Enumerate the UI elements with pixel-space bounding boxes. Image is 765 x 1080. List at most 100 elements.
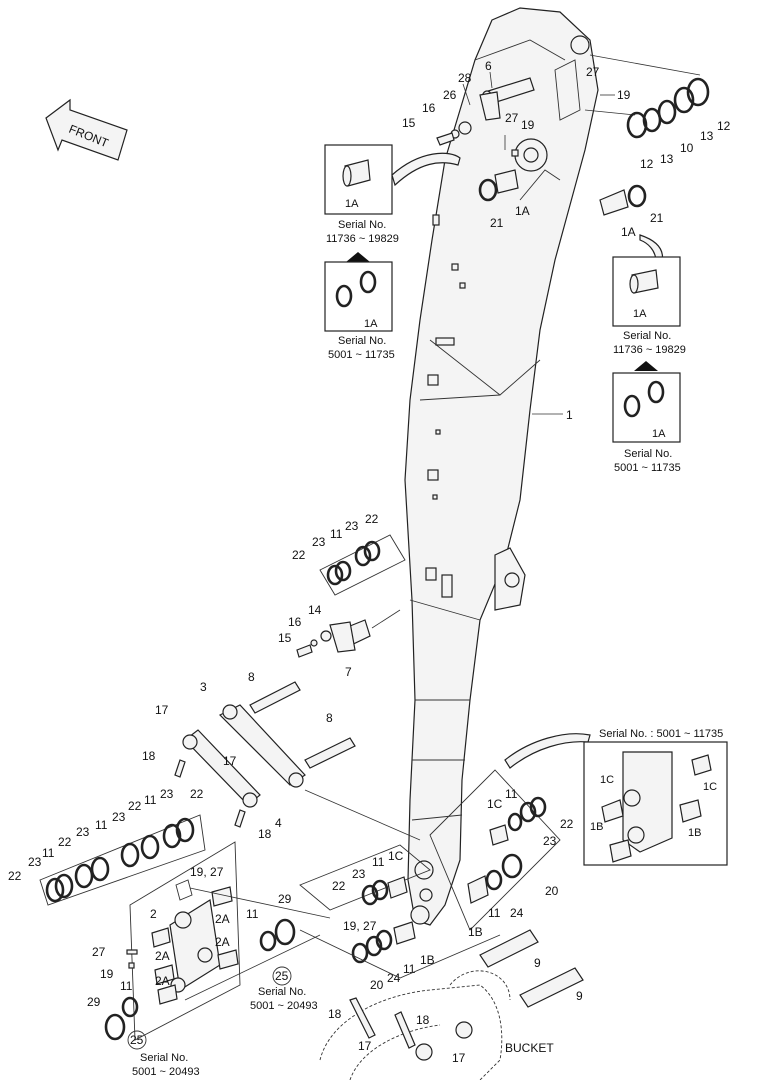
serial-label-inset4: Serial No. [624, 448, 672, 460]
label-fitting-17-bottom-left: 17 [358, 1039, 372, 1053]
rod-3-4 [182, 704, 306, 808]
label-ring-23-lower: 23 [352, 867, 366, 881]
label-ring-29-mid: 29 [278, 892, 292, 906]
front-arrow: FRONT [45, 98, 128, 161]
label-seal-22-lower: 22 [332, 879, 346, 893]
label-pin-27-right: 27 [586, 65, 600, 79]
serial-range-inset3: 11736 ~ 19829 [613, 344, 686, 356]
label-pin-9-top: 9 [534, 956, 541, 970]
label-bolt-15: 15 [402, 116, 416, 130]
label-1b-lower: 1B [420, 953, 435, 967]
label-ring-13-left: 13 [660, 152, 674, 166]
label-seal-22-right: 22 [560, 817, 574, 831]
label-shim-11-l3: 11 [144, 793, 157, 807]
label-fitting-19-top: 19 [521, 118, 535, 132]
label-shim-11-bm: 11 [246, 907, 259, 921]
label-pin-27-top: 27 [505, 111, 519, 125]
label-shim-11-l2: 11 [95, 818, 108, 832]
label-ring-21-right: 21 [650, 211, 664, 225]
inset-new-boom-right: 1A Serial No. 11736 ~ 19829 [612, 256, 686, 371]
label-ring-23-l3: 23 [112, 810, 126, 824]
label-1a-inset2: 1A [364, 318, 378, 330]
label-seal-22-l4: 22 [190, 787, 204, 801]
label-shim-11-l1: 11 [42, 846, 55, 860]
label-ring-23-right: 23 [543, 834, 557, 848]
serial-range-inset2: 5001 ~ 11735 [328, 349, 395, 361]
label-pair-19-27-top: 19, 27 [190, 865, 224, 879]
label-1a-inset3: 1A [633, 308, 647, 320]
label-ring-23-l2: 23 [76, 825, 90, 839]
arm-body [404, 7, 599, 926]
seal-stack-left [39, 814, 206, 906]
label-seal-22-l2: 22 [58, 835, 72, 849]
label-fitting-19-left: 19 [100, 967, 114, 981]
label-1c-inset-left: 1C [600, 774, 614, 786]
label-1b-inset-left: 1B [590, 821, 603, 833]
label-seal-20-right: 20 [545, 884, 559, 898]
inset-old-boom-right: 1A Serial No. 5001 ~ 11735 [612, 372, 681, 474]
serial-range-inset1: 11736 ~ 19829 [326, 233, 399, 245]
label-seal-22-l1: 22 [8, 869, 22, 883]
bucket-label: BUCKET [505, 1041, 554, 1055]
bucket-sketch [319, 970, 511, 1080]
label-fitting-17-bottom-right: 17 [452, 1051, 466, 1065]
pin-6-assembly [479, 77, 535, 121]
inset-old-boom-left: 1A Serial No. 5001 ~ 11735 [324, 261, 395, 361]
label-shim-10: 10 [680, 141, 694, 155]
label-2a-r2: 2A [215, 935, 230, 949]
label-pin-7: 7 [345, 665, 352, 679]
label-1c-lower: 1C [388, 849, 404, 863]
label-rod-4: 4 [275, 816, 282, 830]
label-seal-24-right: 24 [510, 906, 524, 920]
label-shim-11-mid: 11 [330, 527, 343, 541]
label-2a-l1: 2A [155, 949, 170, 963]
label-bolt-18-mid: 18 [258, 827, 272, 841]
label-plate-14: 14 [308, 603, 322, 617]
label-ring-23-l1: 23 [28, 855, 42, 869]
label-1c-inset-right: 1C [703, 781, 717, 793]
serial-label-left-bottom: Serial No. [140, 1052, 188, 1064]
label-washer-26: 26 [443, 88, 457, 102]
label-bolt-18-left: 18 [142, 749, 156, 763]
label-seal-20-lower: 20 [370, 978, 384, 992]
inset-new-boom-left: 1A Serial No. 11736 ~ 19829 [324, 144, 399, 262]
label-washer-16: 16 [422, 101, 436, 115]
label-seal-22-l3: 22 [128, 799, 142, 813]
seal-group-22-23-11 [319, 534, 406, 596]
label-fitting-17-left: 17 [155, 703, 169, 717]
label-bolt-15-mid: 15 [278, 631, 292, 645]
label-circled-25-mid: 25 [275, 969, 289, 983]
label-pair-19-27-lower: 19, 27 [343, 919, 377, 933]
label-2a-r1: 2A [215, 912, 230, 926]
label-fitting-19-right: 19 [617, 88, 631, 102]
label-seal-22-mid-left: 22 [292, 548, 306, 562]
label-bushing-1a-right: 1A [621, 225, 636, 239]
label-ring-29-left: 29 [87, 995, 101, 1009]
label-shim-11-bl: 11 [120, 979, 133, 993]
label-shim-11-right: 11 [505, 787, 518, 801]
label-bushing-1a-top: 1A [515, 204, 530, 218]
label-seal-22-mid-right: 22 [365, 512, 379, 526]
label-ring-23-mid-left: 23 [312, 535, 326, 549]
label-nut-28: 28 [458, 71, 472, 85]
label-arm: 1 [566, 408, 573, 422]
lower-arm-seals [299, 844, 431, 964]
label-fitting-17-mid: 17 [223, 754, 237, 768]
label-washer-16-mid: 16 [288, 615, 302, 629]
label-1b-right: 1B [468, 925, 483, 939]
arm-inset-title: Serial No. : 5001 ~ 11735 [599, 728, 723, 740]
label-link-2: 2 [150, 907, 157, 921]
serial-range-left-bottom: 5001 ~ 20493 [132, 1066, 200, 1078]
label-ring-21-left: 21 [490, 216, 504, 230]
label-1c-right: 1C [487, 797, 503, 811]
label-ring-23-l4: 23 [160, 787, 174, 801]
label-2a-l2: 2A [155, 974, 170, 988]
label-shim-11-lower: 11 [372, 855, 385, 869]
serial-label-inset2: Serial No. [338, 335, 386, 347]
label-1b-inset-right: 1B [688, 827, 701, 839]
serial-label-mid-bottom: Serial No. [258, 986, 306, 998]
label-pin-6: 6 [485, 59, 492, 73]
label-pin-8-top: 8 [248, 670, 255, 684]
label-ring-13-right: 13 [700, 129, 714, 143]
